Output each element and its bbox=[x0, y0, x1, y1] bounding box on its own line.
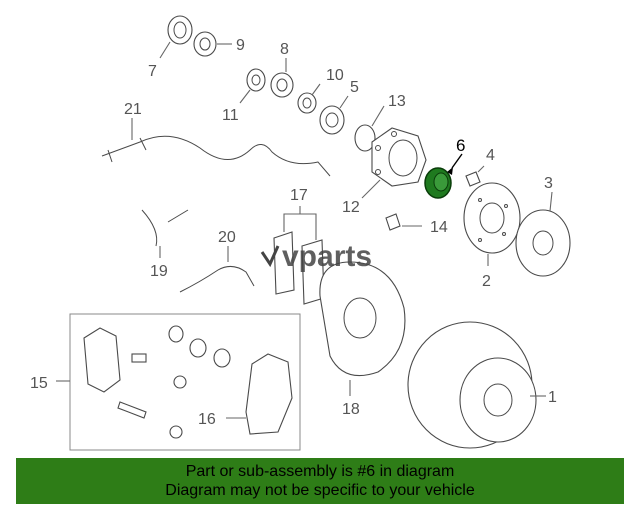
callout-12[interactable]: 12 bbox=[342, 199, 360, 216]
part-7-seal[interactable] bbox=[159, 15, 193, 59]
part-12-hub-housing[interactable] bbox=[361, 127, 427, 199]
callout-1[interactable]: 1 bbox=[548, 389, 557, 406]
banner-line-1: Part or sub-assembly is #6 in diagram bbox=[185, 463, 455, 480]
callout-10[interactable]: 10 bbox=[326, 67, 344, 84]
part-11-seal[interactable] bbox=[239, 68, 266, 104]
callout-8[interactable]: 8 bbox=[280, 41, 289, 58]
part-18-backing-plate[interactable] bbox=[319, 261, 406, 396]
callout-15[interactable]: 15 bbox=[30, 375, 48, 392]
callout-11[interactable]: 11 bbox=[222, 107, 239, 124]
part-21-sensor-harness[interactable] bbox=[101, 118, 331, 177]
part-9-bearing[interactable] bbox=[193, 31, 232, 57]
callout-7[interactable]: 7 bbox=[148, 63, 157, 80]
part-15-caliper-kit[interactable] bbox=[56, 313, 301, 451]
callout-17[interactable]: 17 bbox=[290, 187, 308, 204]
callout-9[interactable]: 9 bbox=[236, 37, 245, 54]
part-4-bolt[interactable] bbox=[465, 165, 485, 187]
callout-20[interactable]: 20 bbox=[218, 229, 236, 246]
callout-3[interactable]: 3 bbox=[544, 175, 553, 192]
part-1-brake-drum[interactable] bbox=[407, 321, 546, 449]
part-8-bearing[interactable] bbox=[270, 58, 294, 98]
callout-19[interactable]: 19 bbox=[150, 263, 168, 280]
banner-line-2: Diagram may not be specific to your vehi… bbox=[165, 482, 475, 499]
callout-16[interactable]: 16 bbox=[198, 411, 216, 428]
callout-5[interactable]: 5 bbox=[350, 79, 359, 96]
parts-diagram: 7 9 8 11 10 5 13 bbox=[30, 15, 571, 451]
part-17-brake-pads[interactable] bbox=[273, 206, 325, 305]
vparts-watermark: vparts bbox=[260, 240, 372, 273]
callout-13[interactable]: 13 bbox=[388, 93, 406, 110]
part-13-gasket[interactable] bbox=[354, 105, 385, 152]
watermark-text: vparts bbox=[282, 240, 372, 273]
part-5-bearing[interactable] bbox=[319, 95, 349, 135]
part-19-hose[interactable] bbox=[141, 209, 189, 258]
callout-21[interactable]: 21 bbox=[124, 101, 142, 118]
part-6-seal-highlighted[interactable] bbox=[424, 153, 463, 199]
part-10-race[interactable] bbox=[297, 83, 321, 114]
part-2-rotor[interactable] bbox=[463, 182, 521, 266]
part-20-hose[interactable] bbox=[179, 246, 255, 293]
callout-14[interactable]: 14 bbox=[430, 219, 448, 236]
info-banner: Part or sub-assembly is #6 in diagram Di… bbox=[16, 458, 624, 504]
part-3-plate[interactable] bbox=[515, 191, 571, 277]
callout-18[interactable]: 18 bbox=[342, 401, 360, 418]
part-16-caliper-bracket[interactable] bbox=[226, 353, 293, 435]
callout-2[interactable]: 2 bbox=[482, 273, 491, 290]
part-14-bolt[interactable] bbox=[385, 213, 422, 231]
callout-6[interactable]: 6 bbox=[456, 136, 465, 155]
callout-4[interactable]: 4 bbox=[486, 147, 495, 164]
